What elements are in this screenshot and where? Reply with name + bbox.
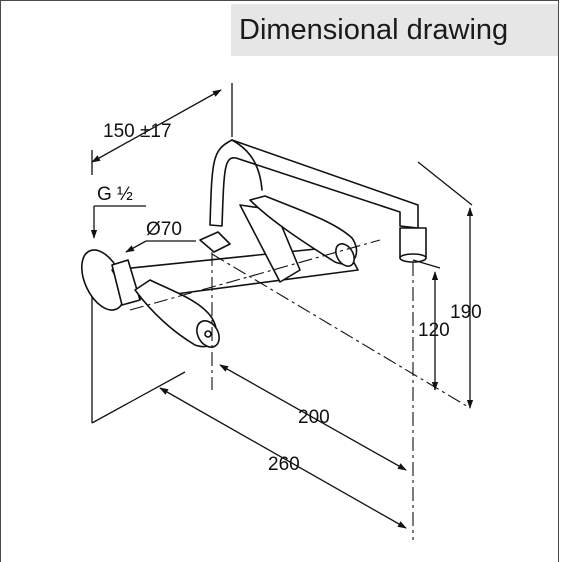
dim-rosette: Ø70 bbox=[125, 219, 196, 253]
dim-wall-to-spout: 260 bbox=[159, 387, 407, 529]
dim-thread: G ½ bbox=[90, 184, 146, 239]
page-title: Dimensional drawing bbox=[239, 14, 509, 46]
projection-label: 150 ±17 bbox=[103, 121, 172, 142]
wall-to-spout-label: 260 bbox=[268, 454, 300, 475]
center-lines bbox=[129, 239, 471, 540]
faucet-body bbox=[81, 139, 427, 348]
spout-height-inner-label: 120 bbox=[418, 320, 450, 341]
dim-spout-height-outer: 190 bbox=[417, 161, 482, 409]
title-bar: Dimensional drawing bbox=[231, 4, 558, 56]
spout-height-outer-label: 190 bbox=[450, 302, 482, 323]
thread-label: G ½ bbox=[97, 184, 133, 205]
dim-projection: 150 ±17 bbox=[91, 89, 222, 175]
center-to-spout-label: 200 bbox=[298, 407, 330, 428]
dim-center-to-spout: 200 bbox=[219, 364, 407, 471]
wall-reference-lines bbox=[91, 83, 233, 424]
rosette-label: Ø70 bbox=[146, 219, 182, 240]
dim-spout-height-inner: 120 bbox=[412, 259, 450, 391]
